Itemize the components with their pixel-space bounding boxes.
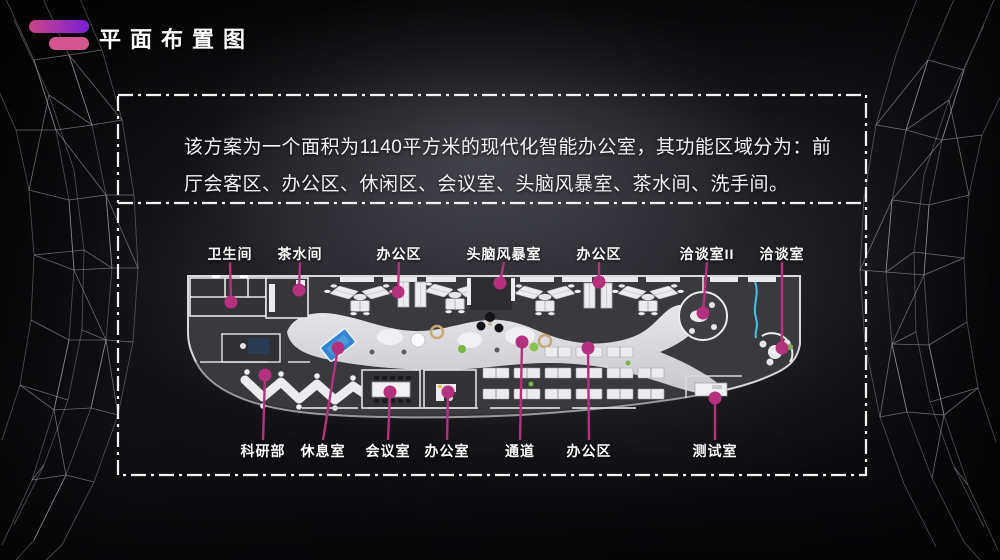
content-frame-border [116, 93, 868, 477]
wall-desk-strips [340, 277, 776, 282]
storage-room [221, 333, 281, 363]
floor-plan [187, 275, 801, 420]
plan-label-office-top1: 办公区 [376, 246, 422, 262]
plan-label-tea-room: 茶水间 [277, 246, 323, 262]
plan-label-test-room: 测试室 [692, 443, 738, 459]
plan-label-office-top2: 办公区 [576, 246, 622, 262]
leader-lines [228, 261, 784, 441]
meeting-room-1 [759, 332, 794, 366]
wireframe-sphere-right [859, 0, 1000, 560]
leisure-area [319, 324, 553, 362]
plan-label-brainstorm: 头脑风暴室 [466, 246, 542, 262]
plan-label-office-bottom: 办公区 [566, 443, 612, 459]
wireframe-sphere-left [0, 0, 139, 560]
plan-label-passage: 通道 [505, 443, 535, 459]
desk-grid [482, 346, 665, 400]
brainstorm-room [467, 278, 515, 333]
bathroom [189, 275, 267, 317]
plan-label-research: 科研部 [240, 443, 286, 459]
plan-label-bathroom: 卫生间 [207, 246, 253, 262]
plan-label-lounge: 休息室 [300, 443, 346, 459]
plan-label-office-room: 办公室 [424, 443, 470, 459]
page-title: 平面布置图 [99, 27, 255, 52]
description-line-1: 该方案为一个面积为1140平方米的现代化智能办公室，其功能区域分为：前 [184, 137, 832, 158]
logo-bars-icon [29, 20, 89, 50]
location-dot-markers [224, 275, 789, 405]
description-line-2: 厅会客区、办公区、休闲区、会议室、头脑风暴室、茶水间、洗手间。 [184, 174, 789, 195]
plan-label-conference: 会议室 [365, 443, 411, 459]
plan-label-meeting-1: 洽谈室 [759, 246, 805, 262]
plan-label-meeting-2: 洽谈室II [679, 246, 735, 262]
glass-wall [753, 281, 758, 339]
walkway [287, 304, 722, 396]
tea-room [265, 277, 309, 319]
